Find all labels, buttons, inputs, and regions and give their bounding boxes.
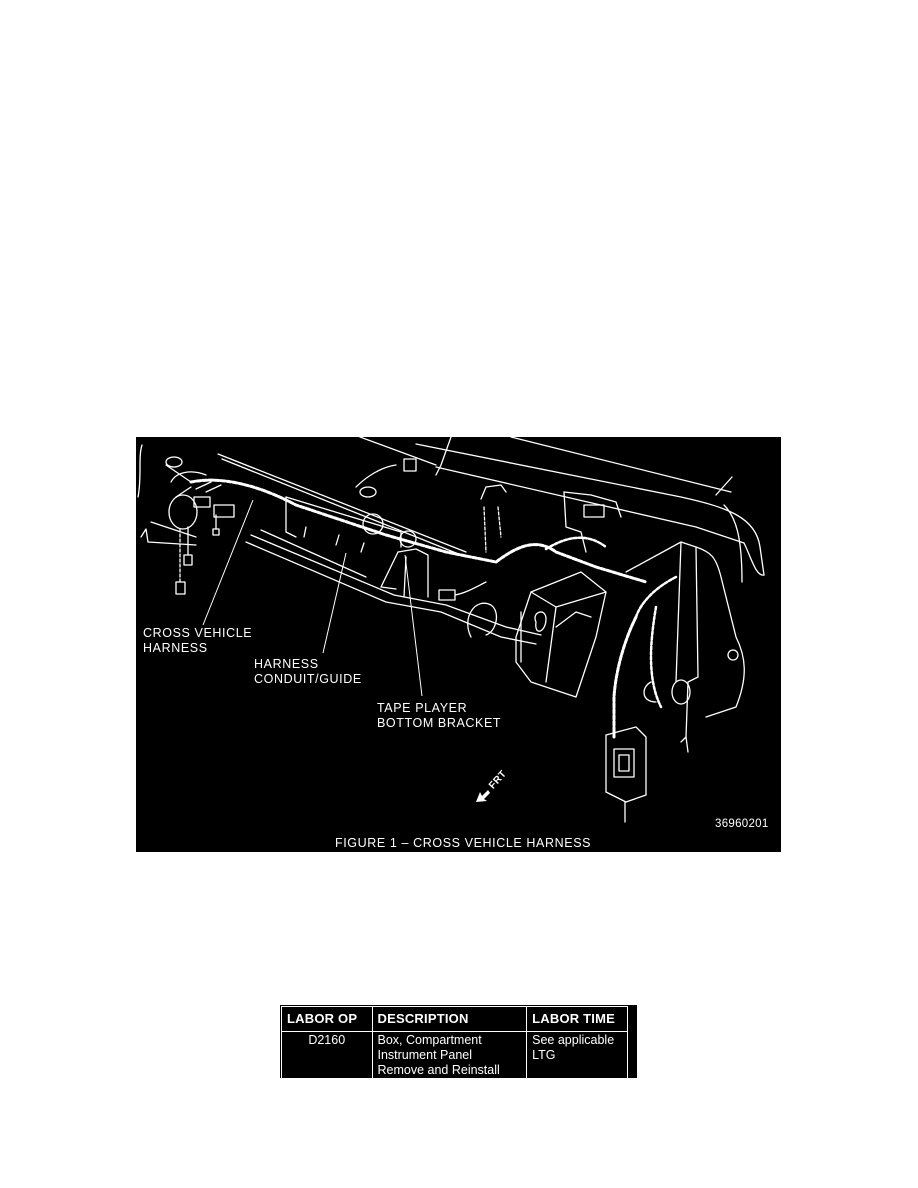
- callout-harness-conduit-guide: HARNESS CONDUIT/GUIDE: [254, 657, 362, 687]
- labor-time-line: See applicable: [532, 1033, 615, 1047]
- cell-labor-time: See applicable LTG: [526, 1031, 628, 1080]
- labor-operation-table: LABOR OP DESCRIPTION LABOR TIME D2160 Bo…: [280, 1005, 637, 1080]
- callout-cross-vehicle-harness: CROSS VEHICLE HARNESS: [143, 626, 252, 656]
- callout-leader-lines: [202, 499, 423, 697]
- figure-cross-vehicle-harness: CROSS VEHICLE HARNESS HARNESS CONDUIT/GU…: [136, 437, 781, 852]
- callout-line: HARNESS: [143, 641, 208, 655]
- description-line: Instrument Panel: [377, 1048, 473, 1062]
- callout-line: HARNESS: [254, 657, 319, 671]
- figure-caption: FIGURE 1 – CROSS VEHICLE HARNESS: [335, 836, 592, 850]
- description-line: Box, Compartment: [377, 1033, 482, 1047]
- figure-id: 36960201: [715, 818, 769, 830]
- table-header-row: LABOR OP DESCRIPTION LABOR TIME: [281, 1006, 628, 1032]
- header-labor-time: LABOR TIME: [526, 1006, 628, 1032]
- arrow-front-icon: [476, 790, 490, 802]
- callout-line: TAPE PLAYER: [377, 701, 468, 715]
- description-line: Remove and Reinstall: [377, 1063, 500, 1077]
- labor-table-grid: LABOR OP DESCRIPTION LABOR TIME D2160 Bo…: [281, 1006, 628, 1080]
- cell-description: Box, Compartment Instrument Panel Remove…: [371, 1031, 528, 1080]
- callout-line: BOTTOM BRACKET: [377, 716, 502, 730]
- callout-line: CONDUIT/GUIDE: [254, 672, 362, 686]
- callout-line: CROSS VEHICLE: [143, 626, 253, 640]
- header-description: DESCRIPTION: [371, 1006, 528, 1032]
- cell-labor-op: D2160: [281, 1031, 373, 1080]
- front-direction-indicator: FRT: [476, 768, 516, 810]
- table-row: D2160 Box, Compartment Instrument Panel …: [281, 1031, 628, 1080]
- header-labor-op: LABOR OP: [281, 1006, 373, 1032]
- labor-time-line: LTG: [532, 1048, 556, 1062]
- callout-tape-player-bottom-bracket: TAPE PLAYER BOTTOM BRACKET: [377, 701, 501, 731]
